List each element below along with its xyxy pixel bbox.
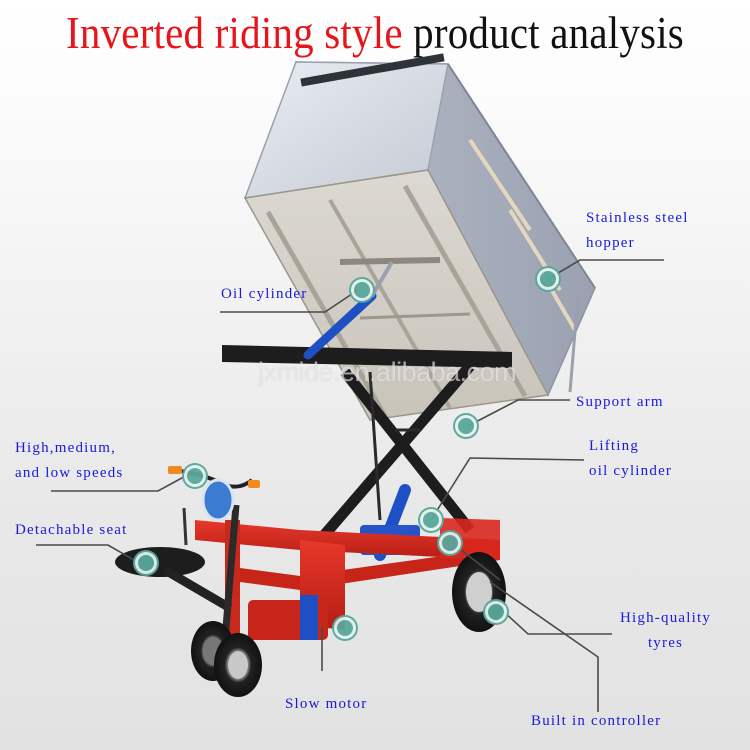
hotspot-lifting-cylinder-upper[interactable] (423, 512, 439, 528)
hotspot-lifting-cylinder-lower[interactable] (442, 535, 458, 551)
label-built-in-controller: Built in controller (531, 713, 662, 729)
label-lifting-oil-cylinder: Lifting oil cylinder (589, 438, 673, 479)
hotspot-speeds[interactable] (187, 468, 203, 484)
hotspot-tyres[interactable] (488, 604, 504, 620)
label-high-quality-tyres: High-quality tyres (620, 610, 712, 651)
title-highlight: Inverted riding style (66, 7, 403, 58)
tilt-oil-cylinder (303, 260, 394, 360)
label-oil-cylinder: Oil cylinder (221, 286, 308, 302)
hotspot-hopper[interactable] (540, 271, 556, 287)
title-rest: product analysis (413, 7, 684, 58)
label-detachable-seat: Detachable seat (15, 522, 128, 538)
detachable-seat (115, 547, 233, 612)
hotspot-oil-cylinder[interactable] (354, 282, 370, 298)
hotspot-support-arm[interactable] (458, 418, 474, 434)
watermark: jxmide.en.alibaba.com (258, 357, 517, 387)
lift-top-beam (222, 345, 512, 368)
label-slow-motor: Slow motor (285, 696, 368, 712)
leader-lines (36, 259, 664, 712)
wheels (191, 552, 506, 697)
label-stainless-steel-hopper: Stainless steel hopper (586, 210, 689, 251)
scissor-lift (315, 362, 475, 544)
label-speeds: High,medium, and low speeds (15, 440, 124, 481)
page-title: Inverted riding style product analysis (0, 6, 750, 59)
label-support-arm: Support arm (576, 394, 664, 410)
hotspot-seat[interactable] (138, 555, 154, 571)
hotspot-motor[interactable] (337, 620, 353, 636)
